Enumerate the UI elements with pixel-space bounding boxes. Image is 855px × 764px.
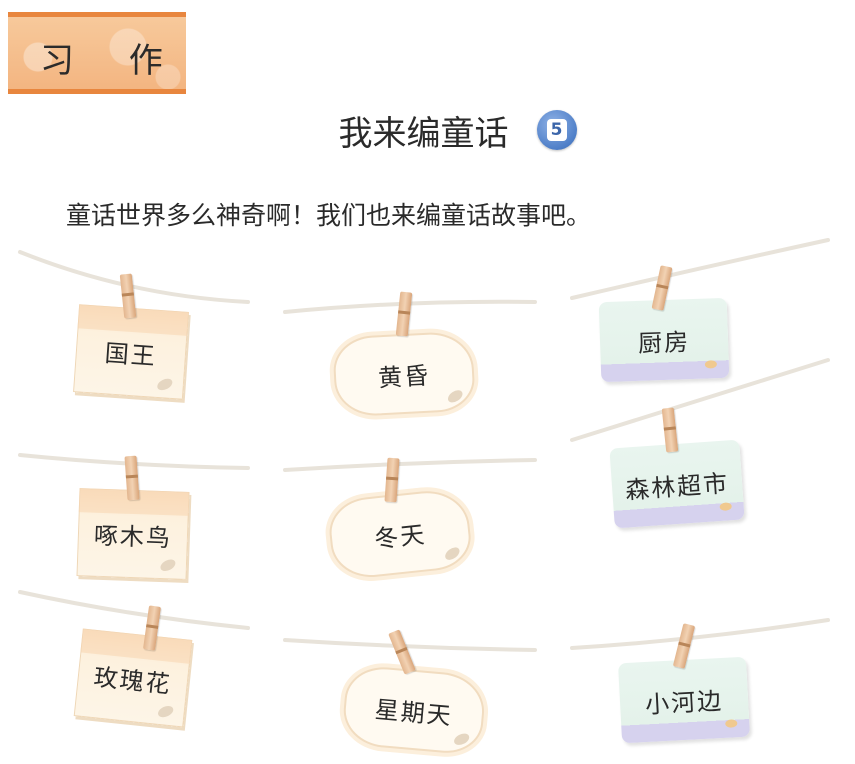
unit-number-badge: 5	[536, 110, 577, 150]
leaf-decoration	[452, 731, 471, 748]
title-row: 我来编童话 5	[0, 104, 855, 156]
word-card-1-label: 国王	[103, 338, 158, 371]
string-row3-mid	[283, 638, 537, 652]
word-card-3: 厨房	[598, 297, 730, 383]
page-title: 我来编童话	[338, 113, 509, 154]
word-card-6: 森林超市	[609, 439, 745, 529]
word-card-2: 黄昏	[332, 330, 476, 418]
word-card-7-label: 玫瑰花	[92, 662, 173, 699]
string-row1-left	[18, 250, 250, 304]
leaf-decoration	[445, 387, 465, 405]
section-banner: 习 作	[8, 12, 186, 94]
unit-number: 5	[546, 119, 567, 141]
word-card-3-label: 厨房	[637, 327, 691, 358]
word-card-1: 国王	[73, 304, 189, 400]
leaf-decoration	[156, 703, 176, 720]
word-card-8-label: 星期天	[373, 695, 454, 730]
word-card-4-label: 啄木鸟	[93, 521, 173, 552]
leaf-decoration	[158, 557, 178, 574]
word-card-4: 啄木鸟	[76, 488, 190, 580]
word-card-6-label: 森林超市	[624, 468, 731, 505]
leaf-decoration	[442, 544, 462, 563]
flower-decoration	[704, 360, 718, 369]
word-card-9: 小河边	[617, 656, 751, 744]
string-row3-left	[18, 590, 250, 630]
section-banner-label: 习 作	[40, 41, 185, 81]
leaf-decoration	[155, 376, 175, 393]
intro-text: 童话世界多么神奇啊！我们也来编童话故事吧。	[66, 201, 592, 230]
word-card-2-label: 黄昏	[377, 361, 431, 392]
string-row2-mid	[283, 458, 537, 472]
flower-decoration	[725, 719, 738, 728]
string-row3-right	[570, 618, 830, 650]
flower-decoration	[719, 502, 732, 512]
string-row2-right	[570, 358, 830, 442]
string-row1-right	[570, 238, 830, 300]
word-card-7: 玫瑰花	[73, 628, 193, 728]
word-card-9-label: 小河边	[644, 686, 724, 719]
word-card-5-label: 冬天	[372, 519, 428, 554]
